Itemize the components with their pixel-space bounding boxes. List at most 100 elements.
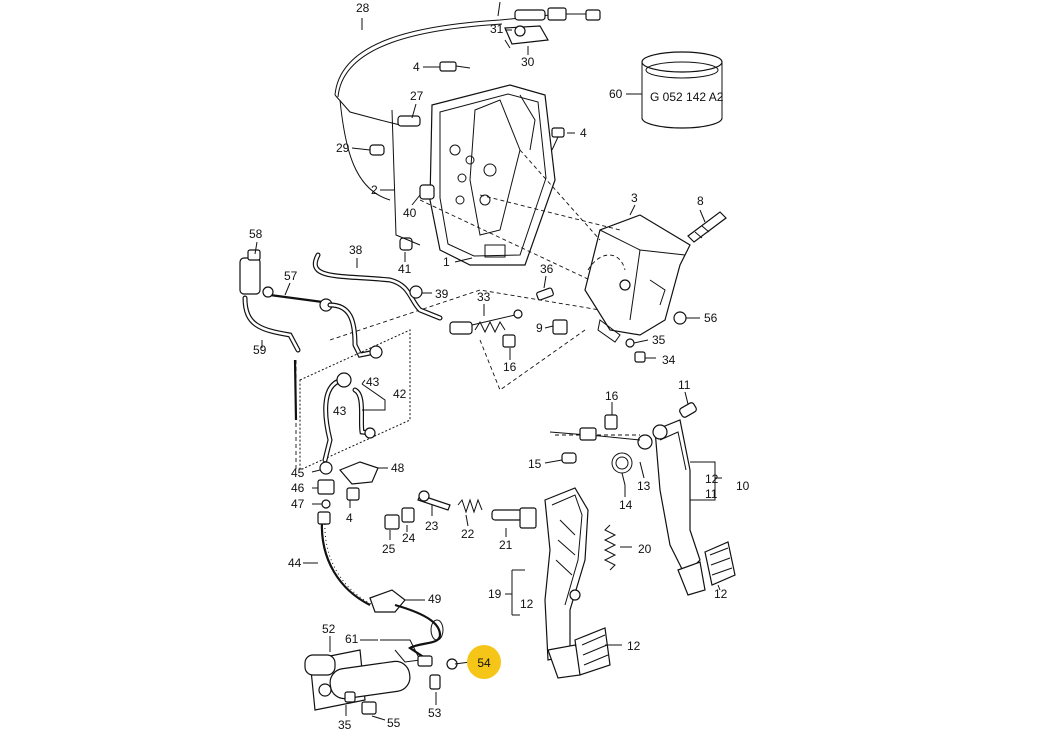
coil-hose [394, 603, 444, 661]
callout-30: 30 [521, 55, 535, 69]
callout-labels: 28 31 30 4 27 29 2 40 4 60 3 8 1 41 58 3… [249, 1, 750, 732]
callout-35-lower: 35 [338, 718, 352, 732]
part-marking: G 052 142 A2 [650, 90, 724, 104]
callout-34: 34 [662, 353, 676, 367]
callout-58: 58 [249, 227, 263, 241]
callout-56: 56 [704, 311, 718, 325]
callout-45: 45 [291, 466, 305, 480]
callout-4-lower: 4 [346, 511, 353, 525]
callout-31: 31 [490, 22, 504, 36]
callout-44: 44 [288, 556, 302, 570]
callout-43-upper: 43 [366, 375, 380, 389]
callout-22: 22 [461, 527, 475, 541]
callout-15: 15 [528, 457, 542, 471]
callout-46: 46 [291, 481, 305, 495]
callout-4-top: 4 [413, 60, 420, 74]
callout-28: 28 [356, 1, 370, 15]
clutch-pedal [544, 487, 611, 679]
callout-11-brake: 11 [705, 487, 718, 501]
master-cylinder-rod [449, 309, 523, 348]
callout-23: 23 [425, 519, 439, 533]
callout-41: 41 [398, 262, 412, 276]
callout-49: 49 [428, 592, 442, 606]
brake-pedal [637, 402, 736, 596]
callout-9: 9 [536, 321, 543, 335]
assembly-guides [295, 149, 640, 470]
callout-40: 40 [403, 206, 417, 220]
callout-10: 10 [736, 479, 750, 493]
callout-11-top: 11 [678, 378, 691, 392]
group-bracket [299, 329, 411, 471]
pedal-bracket-plate [399, 84, 556, 266]
callout-33: 33 [477, 290, 491, 304]
slave-cylinder [304, 649, 411, 715]
callout-1: 1 [443, 255, 450, 269]
clip-9 [552, 319, 568, 335]
callout-4-right: 4 [580, 126, 587, 140]
leader-lines [254, 18, 722, 721]
callout-20: 20 [638, 542, 652, 556]
callout-13: 13 [637, 479, 651, 493]
callout-12-clutch: 12 [520, 597, 534, 611]
callout-19: 19 [488, 587, 502, 601]
callout-12-brakepad: 12 [714, 587, 728, 601]
callout-12-clutchpad: 12 [627, 639, 641, 653]
highlighted-callout-54[interactable]: 54 [467, 645, 501, 679]
callout-21: 21 [499, 538, 513, 552]
supply-line [239, 249, 333, 353]
callout-43-lower: 43 [333, 404, 347, 418]
callout-16-mid: 16 [605, 389, 619, 403]
pedal-housing [584, 214, 691, 343]
callout-14: 14 [619, 498, 633, 512]
callout-29: 29 [336, 141, 350, 155]
sleeve-part: G 052 142 A2 [641, 51, 724, 129]
callout-53: 53 [428, 706, 442, 720]
callout-55: 55 [387, 716, 401, 730]
callout-39: 39 [435, 287, 449, 301]
shift-cable [334, 1, 601, 201]
callout-47: 47 [291, 497, 305, 511]
callout-57: 57 [284, 269, 298, 283]
highlight-circle [467, 645, 501, 679]
pivot-pin [687, 211, 727, 243]
hose-43 [322, 372, 376, 463]
return-spring [603, 524, 617, 571]
pedal-shaft [549, 414, 641, 486]
callout-16-top: 16 [503, 360, 517, 374]
callout-8: 8 [697, 194, 704, 208]
callout-2: 2 [371, 183, 378, 197]
washer-35 [625, 338, 635, 348]
callout-59: 59 [253, 343, 267, 357]
clamp-39 [409, 285, 423, 299]
reservoir-hose [312, 252, 443, 321]
screw-34 [634, 351, 646, 363]
callout-35: 35 [652, 333, 666, 347]
pedal-linkage [384, 490, 537, 530]
callout-38: 38 [349, 243, 363, 257]
callout-12-brake: 12 [705, 472, 719, 486]
nut-56 [673, 311, 687, 325]
plate-backing [391, 109, 421, 246]
callout-48: 48 [391, 461, 405, 475]
callout-36: 36 [540, 262, 554, 276]
union-nut [417, 655, 433, 667]
bracket-48 [338, 461, 379, 501]
callout-52: 52 [322, 622, 336, 636]
callout-27: 27 [410, 89, 424, 103]
screw-top [439, 61, 471, 72]
cap-29 [369, 144, 385, 156]
bleeder-53 [429, 674, 441, 690]
callout-61: 61 [345, 632, 359, 646]
clip-bracket [504, 25, 549, 49]
callout-60: 60 [609, 87, 623, 101]
highlight-label: 54 [477, 656, 491, 670]
callout-42: 42 [393, 387, 407, 401]
hydraulic-line [293, 359, 406, 613]
pin-36 [536, 287, 554, 301]
callout-24: 24 [402, 531, 416, 545]
callout-3: 3 [631, 191, 638, 205]
callout-25: 25 [382, 542, 396, 556]
hose-42 [327, 302, 383, 359]
screw-right [551, 127, 565, 151]
